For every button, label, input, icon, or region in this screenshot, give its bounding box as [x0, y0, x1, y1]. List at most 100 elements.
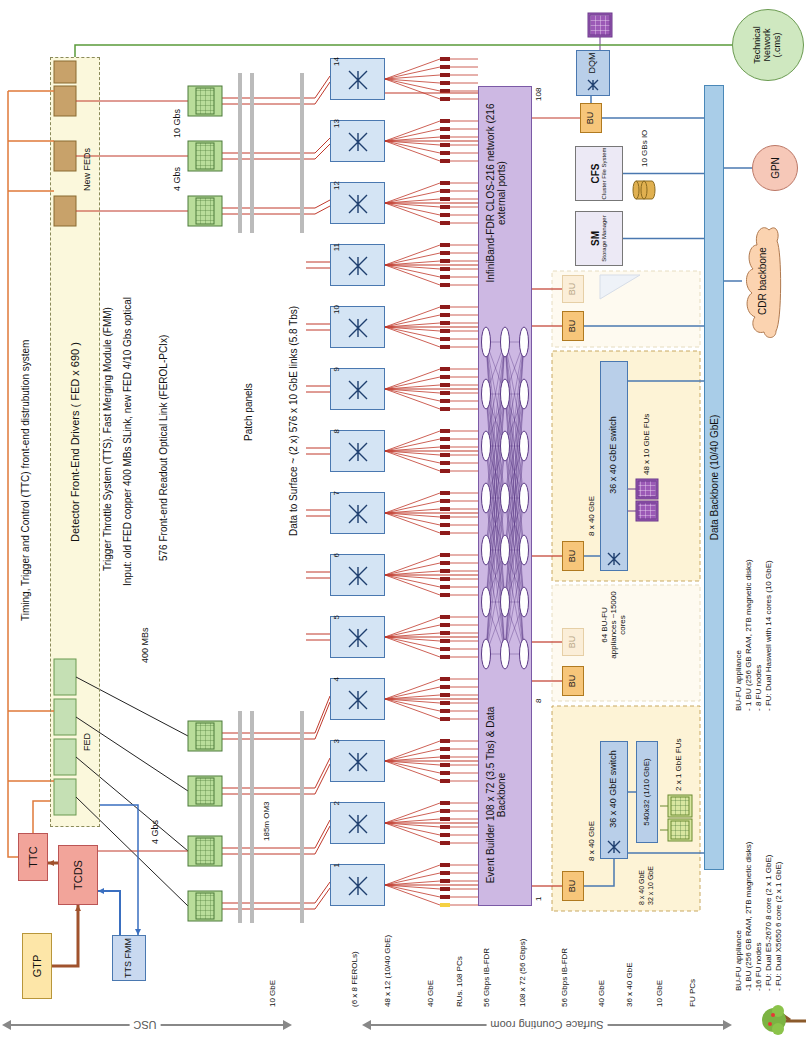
- connector: [584, 859, 614, 886]
- fu-pc: [660, 806, 668, 830]
- new-fed-board: [54, 61, 76, 83]
- ru-pc: [440, 313, 450, 317]
- ru-link: [385, 265, 478, 277]
- connector-line: [385, 822, 478, 823]
- ru-link: [385, 203, 478, 207]
- ru-link: [385, 865, 478, 885]
- switch-symbol: [347, 441, 369, 463]
- connector-line: [584, 555, 600, 557]
- builder-unit: BU: [562, 275, 584, 303]
- tree-logo: [772, 1005, 784, 1017]
- text-label: 400 MBs: [140, 627, 150, 663]
- connector: [52, 905, 81, 966]
- clos-switch: [520, 587, 529, 617]
- ru-link: [385, 327, 478, 339]
- clos-switch: [501, 431, 510, 461]
- text-label: 10 GBs IO: [640, 130, 649, 167]
- ru-pc: [440, 717, 450, 721]
- ru-link: [385, 885, 478, 897]
- ru-link: [385, 377, 478, 389]
- ru-pc: [440, 825, 450, 829]
- node-text: BU: [568, 636, 578, 649]
- connector: [385, 93, 478, 94]
- text-label: - FU: Dual E5-2670 8 core (2 x 1 GbE): [764, 855, 773, 992]
- backbone-bar: Data Backbone (10/40 GbE): [704, 85, 724, 870]
- text-label: 40 GbE: [597, 980, 606, 1007]
- text-label: USC: [129, 1019, 160, 1032]
- ru-pc: [440, 593, 450, 597]
- connector-line: [623, 238, 704, 240]
- ru-pc: [440, 841, 450, 845]
- text-label: BU-FU appliance: [734, 930, 743, 991]
- ru-link: [385, 327, 478, 347]
- ru-pc: [440, 523, 450, 527]
- clos-switch: [482, 639, 491, 669]
- clos-link: [505, 342, 524, 602]
- switch-symbol: [608, 841, 620, 853]
- ru-link: [385, 699, 478, 703]
- tree-logo: [768, 1022, 772, 1026]
- ru-link: [385, 501, 478, 513]
- clos-switch: [501, 379, 510, 409]
- ru-pc: [440, 615, 450, 619]
- clos-switch: [501, 639, 510, 669]
- ru-pc: [440, 391, 450, 395]
- ferol-board: [188, 776, 222, 806]
- ru-link: [385, 141, 478, 153]
- connector: [385, 389, 478, 390]
- clos-link: [505, 342, 524, 602]
- connector: [48, 860, 58, 866]
- ru-switch: 13: [330, 120, 385, 162]
- ru-pc: [440, 507, 450, 511]
- switch-symbol: [347, 565, 369, 587]
- connector-line: [590, 96, 592, 103]
- node-text: GTP: [31, 955, 43, 978]
- ru-switch: 12: [330, 182, 385, 224]
- connector: [385, 141, 478, 142]
- ru-pc: [440, 871, 450, 875]
- appliance-region: [552, 706, 700, 911]
- fu-pc-10g: [638, 481, 656, 497]
- ferol-board: [196, 893, 214, 919]
- patch-panel: [238, 73, 304, 923]
- server-box: SMStorage Manager: [575, 211, 623, 266]
- ferol-board: [196, 838, 214, 864]
- node-text: 3: [333, 739, 342, 751]
- text-label: (6 x 8 FEROLs): [350, 951, 359, 1007]
- patch-panel: [300, 711, 304, 923]
- text-label: RUs. 108 PCs: [455, 956, 464, 1007]
- text-label: 4 Gbs: [150, 820, 160, 844]
- ru-pc: [440, 275, 450, 279]
- connector: [623, 238, 704, 239]
- ru-link: [385, 191, 478, 203]
- ru-link: [385, 803, 478, 823]
- connector: [385, 575, 478, 576]
- clos-link: [505, 394, 524, 654]
- connector: [532, 642, 562, 643]
- optical-fiber: [306, 634, 330, 640]
- repeated-strokes: [306, 57, 529, 907]
- node-text: Technical Network (.cms): [753, 18, 783, 72]
- disk-storage: [633, 181, 639, 199]
- ru-pc: [440, 367, 450, 371]
- ru-switch: 7: [330, 492, 385, 534]
- ru-pc: [440, 119, 450, 123]
- switch-symbol: [347, 751, 369, 773]
- control-box: TCDS: [58, 845, 98, 905]
- ru-link: [385, 637, 478, 649]
- fed-board: [54, 659, 76, 695]
- extent-arrow: [2, 1020, 732, 1030]
- node-text: 13: [333, 119, 342, 131]
- ru-pc: [440, 655, 450, 659]
- ru-link: [385, 687, 478, 699]
- node-text: BU: [568, 675, 578, 688]
- appliance-region: [552, 351, 700, 581]
- ru-pc: [440, 685, 450, 689]
- ru-link: [385, 59, 478, 79]
- ru-link: [385, 637, 478, 657]
- connector: [532, 556, 562, 557]
- connector-line: [33, 801, 50, 833]
- switch-symbol: [349, 319, 367, 337]
- ru-link: [385, 493, 478, 513]
